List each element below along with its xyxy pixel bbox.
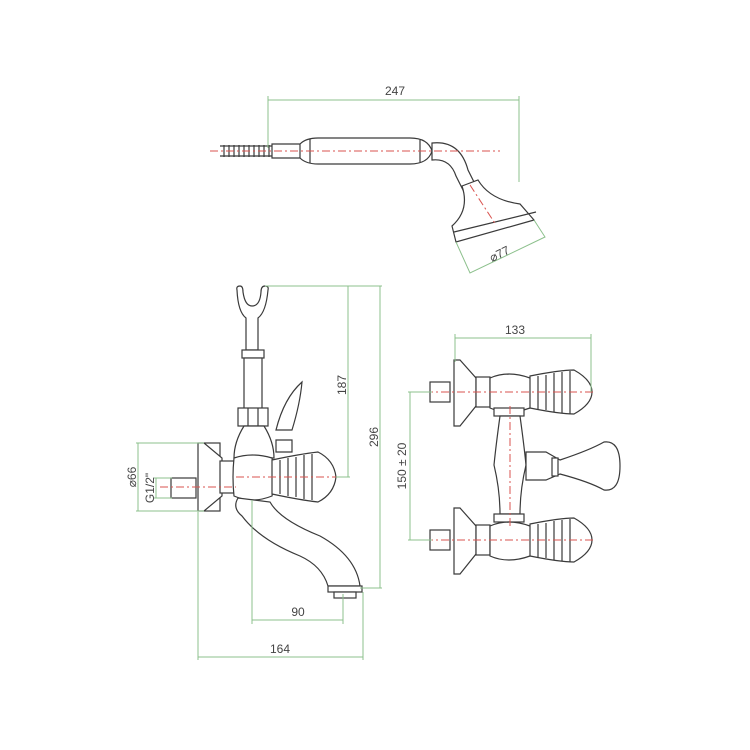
front-view: 133 150 ± 20	[395, 323, 621, 575]
inlet-connector	[170, 477, 197, 499]
dimension-296: 296	[360, 286, 382, 589]
diverter-handle	[525, 441, 621, 491]
diverter-lever	[275, 380, 303, 431]
dim-label-77: ⌀77	[487, 243, 512, 265]
hand-shower: 247 ⌀77	[210, 84, 546, 274]
valve-bottom	[429, 507, 593, 575]
dim-label-66: ⌀66	[125, 466, 139, 487]
dim-label-90: 90	[291, 605, 305, 619]
dimension-187: 187	[265, 285, 382, 478]
hex-nut-upper	[237, 407, 269, 427]
dimension-247: 247	[267, 84, 520, 182]
shower-head	[451, 179, 536, 243]
shower-holder-fork	[236, 285, 269, 351]
dim-label-296: 296	[367, 427, 381, 447]
dimension-flange-diameter: ⌀66	[125, 442, 204, 512]
dim-label-247: 247	[385, 84, 405, 98]
dimension-164: 164	[197, 512, 364, 660]
side-view: 187 296 ⌀66 G1/2" 90 164	[125, 285, 382, 660]
dim-label-thread: G1/2"	[143, 473, 157, 503]
dim-label-164: 164	[270, 642, 290, 656]
dim-label-187: 187	[335, 375, 349, 395]
dim-label-133: 133	[505, 323, 525, 337]
dimension-150: 150 ± 20	[395, 391, 432, 541]
hex-nut-side	[219, 460, 235, 494]
dimension-133: 133	[454, 323, 592, 392]
dim-label-150: 150 ± 20	[395, 442, 409, 489]
spout	[235, 497, 361, 587]
dimension-thread: G1/2"	[143, 473, 172, 503]
dimension-90: 90	[251, 500, 344, 624]
